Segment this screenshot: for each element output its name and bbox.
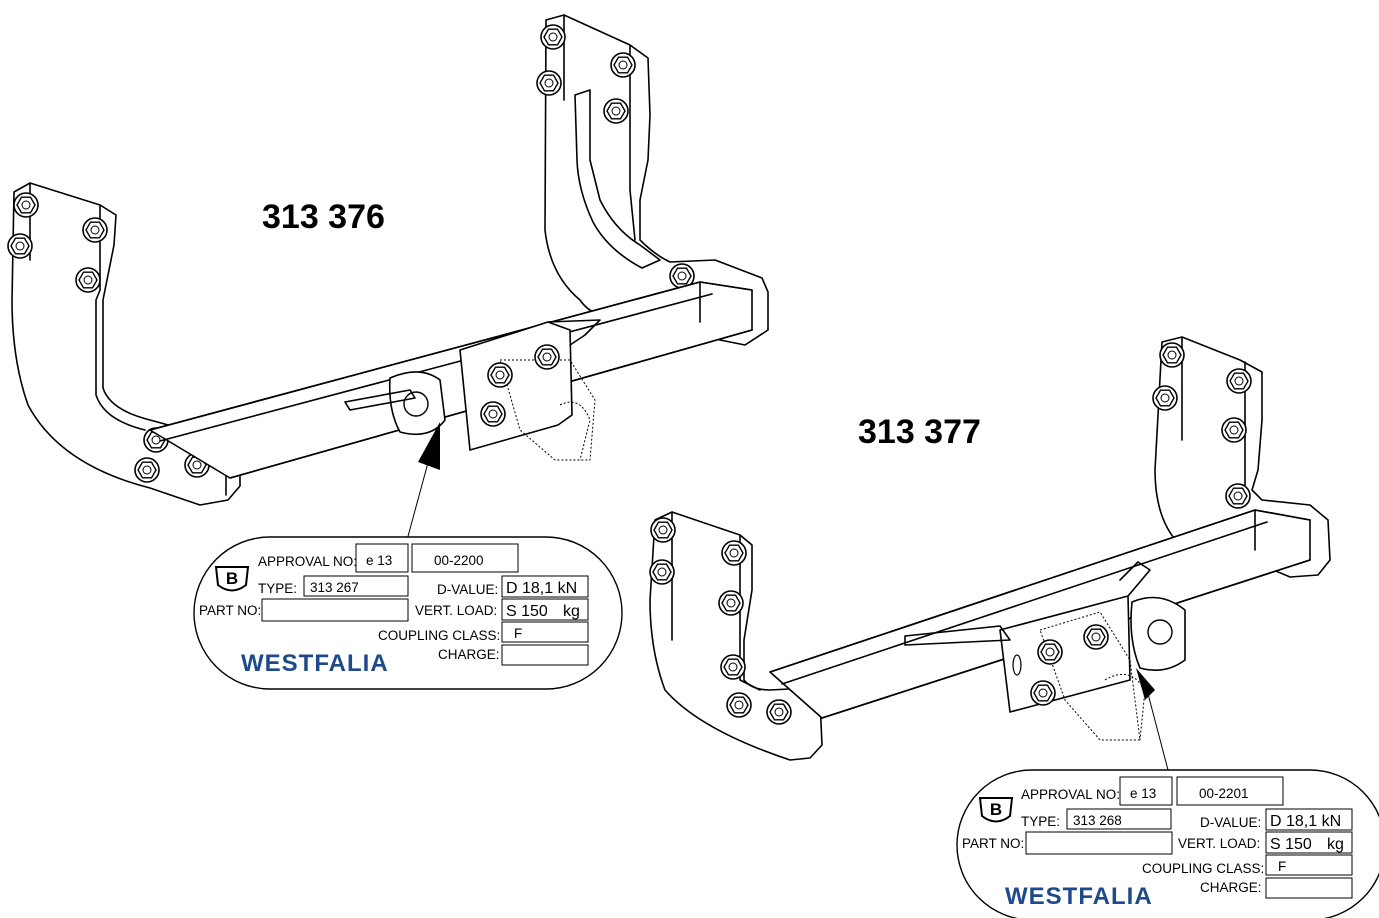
pointer-arrow-icon — [1136, 668, 1155, 700]
coupling-class-box — [1265, 854, 1353, 876]
approval-number-value: 00-2200 — [434, 553, 484, 568]
bolt-nut-icon — [649, 559, 675, 585]
bolt-nut-icon — [7, 233, 33, 259]
pointer-arrow-icon — [418, 422, 440, 470]
vert-load-label: VERT. LOAD: — [1178, 836, 1260, 851]
vert-load-unit: kg — [1327, 836, 1344, 853]
vert-load-box — [501, 598, 589, 621]
bolt-nut-icon — [721, 540, 747, 566]
bolt-nut-icon — [650, 517, 676, 543]
vert-load-value: S 150 — [506, 603, 548, 620]
coupling-class-value: F — [514, 626, 522, 641]
b-badge-icon: B — [978, 797, 1014, 823]
d-value: D 18,1 kN — [506, 580, 577, 597]
approval-plate: B APPROVAL NO: e 13 00-2200 TYPE: 313 26… — [193, 536, 623, 690]
charge-box — [1265, 877, 1353, 899]
bolt-nut-icon — [1152, 385, 1178, 411]
type-value: 313 267 — [310, 580, 359, 595]
d-value: D 18,1 kN — [1270, 813, 1341, 830]
vert-load-value: S 150 — [1270, 836, 1312, 853]
charge-box — [501, 644, 589, 666]
bolt-nut-icon — [540, 24, 566, 50]
bolt-nut-icon — [603, 98, 629, 124]
bolt-nut-icon — [766, 699, 792, 725]
westfalia-logo: WESTFALIA — [241, 650, 389, 677]
part-no-box — [261, 598, 409, 622]
bolt-nut-icon — [1083, 624, 1109, 650]
bolt-nut-icon — [610, 52, 636, 78]
part-number-label: 313 377 — [858, 413, 981, 451]
b-badge-icon: B — [214, 566, 250, 592]
approval-code-value: e 13 — [366, 553, 392, 568]
bolt-nut-icon — [75, 267, 101, 293]
towbar-assembly-313-377: 313 377 B APPROVAL NO: e 13 00-2201 TYPE… — [649, 336, 1379, 918]
approval-number-box — [1176, 776, 1284, 806]
approval-code-box — [355, 543, 409, 573]
bolt-nut-icon — [718, 590, 744, 616]
bolt-nut-icon — [13, 192, 39, 218]
coupling-class-box — [501, 621, 589, 643]
towbar-assembly-313-376: 313 376 B APPROVAL NO: e 13 00-2200 TYPE… — [7, 14, 769, 690]
type-box — [303, 575, 409, 597]
bolt-nut-icon — [1159, 342, 1185, 368]
type-value: 313 268 — [1073, 813, 1122, 828]
vert-load-box — [1265, 831, 1353, 854]
bolt-nut-icon — [1037, 639, 1063, 665]
part-no-label: PART NO: — [962, 836, 1024, 851]
bolt-nut-icon — [726, 692, 752, 718]
bolt-nut-icon — [1226, 368, 1252, 394]
charge-label: CHARGE: — [1200, 880, 1262, 895]
approval-code-value: e 13 — [1130, 786, 1156, 801]
bolt-nut-icon — [487, 362, 513, 388]
approval-code-box — [1119, 776, 1173, 806]
bolt-nut-icon — [1225, 483, 1251, 509]
coupling-class-label: COUPLING CLASS: — [378, 628, 500, 643]
approval-no-label: APPROVAL NO: — [1021, 787, 1120, 802]
approval-no-label: APPROVAL NO: — [258, 554, 357, 569]
part-no-box — [1025, 831, 1173, 855]
approval-number-value: 00-2201 — [1199, 786, 1249, 801]
cross-tube — [769, 509, 1311, 719]
coupling-class-value: F — [1278, 859, 1286, 874]
d-value-box — [501, 575, 589, 598]
approval-plate: B APPROVAL NO: e 13 00-2201 TYPE: 313 26… — [956, 769, 1379, 918]
vert-load-label: VERT. LOAD: — [415, 603, 497, 618]
bolt-nut-icon — [534, 344, 560, 370]
cross-tube — [149, 281, 753, 479]
bolt-nut-icon — [134, 457, 160, 483]
d-value-label: D-VALUE: — [1200, 815, 1261, 830]
d-value-box — [1265, 808, 1353, 831]
bolt-nut-icon — [1221, 417, 1247, 443]
part-no-label: PART NO: — [199, 603, 261, 618]
coupling-class-label: COUPLING CLASS: — [1142, 861, 1264, 876]
bolt-nut-icon — [720, 654, 746, 680]
vert-load-unit: kg — [563, 603, 580, 620]
type-label: TYPE: — [1021, 814, 1060, 829]
charge-label: CHARGE: — [438, 647, 500, 662]
part-number-label: 313 376 — [262, 198, 385, 236]
bolt-nut-icon — [1030, 680, 1056, 706]
approval-number-box — [411, 543, 519, 573]
type-box — [1066, 808, 1172, 830]
bolt-nut-icon — [480, 401, 506, 427]
d-value-label: D-VALUE: — [437, 582, 498, 597]
svg-text:B: B — [990, 800, 1002, 819]
type-label: TYPE: — [258, 581, 297, 596]
westfalia-logo: WESTFALIA — [1005, 883, 1153, 910]
bolt-nut-icon — [82, 217, 108, 243]
bolt-nut-icon — [536, 70, 562, 96]
leader-line — [1146, 689, 1169, 771]
svg-text:B: B — [226, 569, 238, 588]
